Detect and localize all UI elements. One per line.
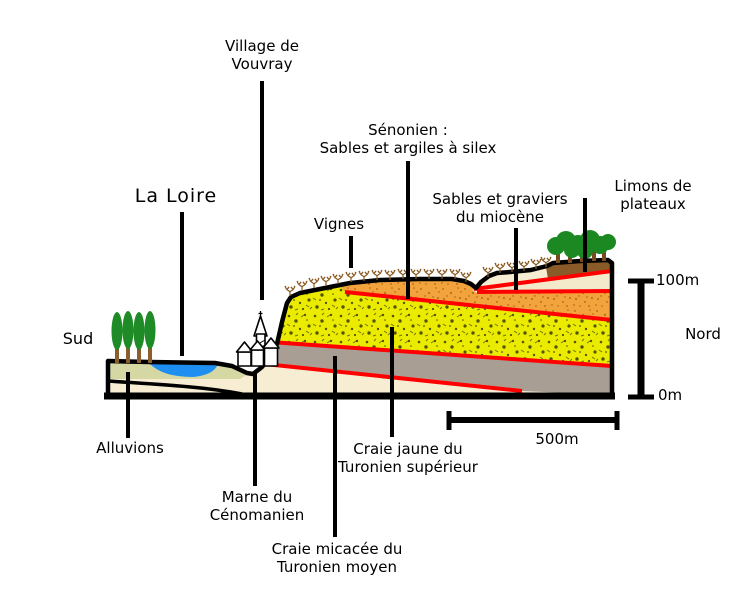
river-shape — [150, 364, 218, 377]
vertical-scale-bar — [628, 278, 654, 400]
label-scale-100m: 100m — [656, 271, 700, 289]
label-village-de-vouvray: Village de Vouvray — [225, 37, 299, 74]
label-scale-500m: 500m — [535, 430, 579, 448]
layer-craie-micacee — [246, 341, 612, 395]
label-limons-de-plateaux: Limons de plateaux — [614, 177, 692, 214]
label-marne-cenomanien: Marne du Cénomanien — [209, 488, 305, 525]
label-la-loire: La Loire — [134, 185, 218, 207]
horizontal-scale-bar — [446, 411, 620, 430]
label-craie-micacee: Craie micacée du Turonien moyen — [271, 540, 403, 577]
label-craie-jaune: Craie jaune du Turonien supérieur — [338, 440, 478, 477]
leader-lines — [126, 81, 587, 537]
label-senonien: Sénonien : Sables et argiles à silex — [319, 121, 497, 158]
label-alluvions: Alluvions — [96, 439, 164, 457]
alluvium-base-line — [108, 379, 243, 396]
forest-icon — [547, 230, 616, 263]
strata-group — [108, 260, 612, 396]
section-outline — [105, 257, 615, 399]
label-nord: Nord — [685, 325, 721, 343]
label-scale-0m: 0m — [658, 386, 683, 404]
village-icon — [235, 311, 280, 367]
layer-boundaries-red — [245, 269, 612, 393]
label-sud: Sud — [62, 329, 94, 348]
poplar-trees-icon — [111, 311, 156, 363]
label-vignes: Vignes — [313, 215, 365, 233]
label-miocene: Sables et graviers du miocène — [432, 190, 568, 227]
